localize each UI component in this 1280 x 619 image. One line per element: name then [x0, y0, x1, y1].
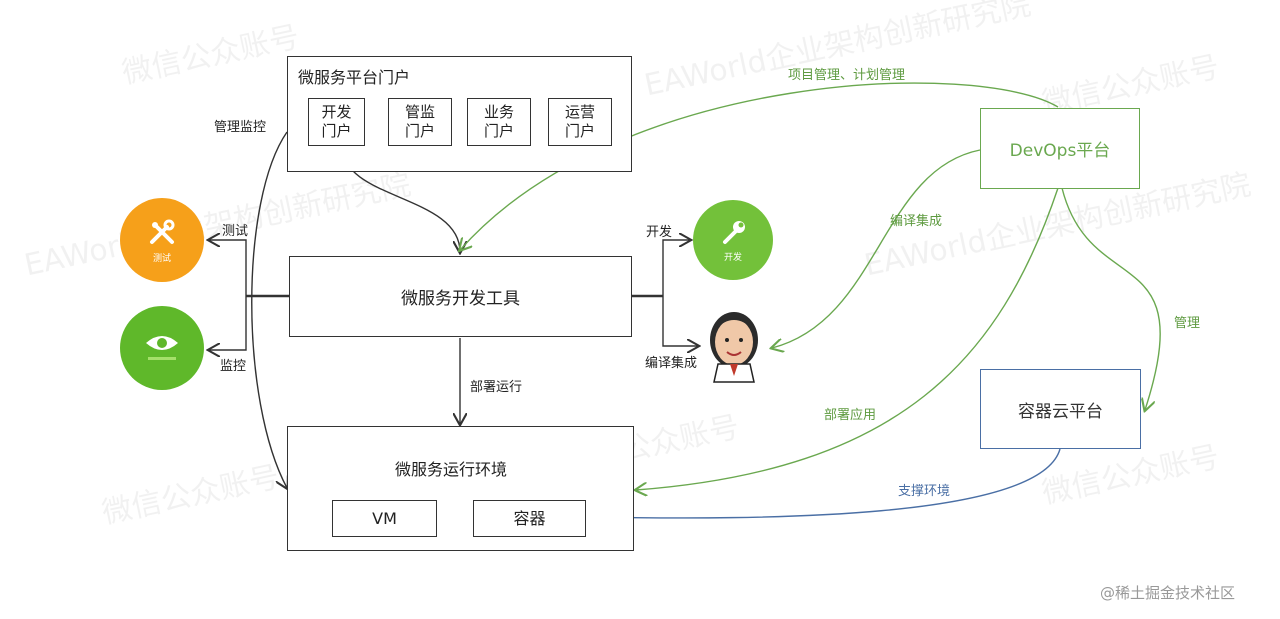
label-develop: 开发	[646, 225, 673, 240]
arrow-build-ci	[772, 149, 981, 348]
devops-box: DevOps平台	[980, 108, 1140, 189]
dev-circle: 开发	[693, 200, 773, 280]
dev-caption: 开发	[723, 252, 742, 263]
label-deploy-app: 部署应用	[824, 408, 877, 423]
label-manage: 管理	[1174, 316, 1201, 331]
arrow-manage-monitor	[251, 131, 287, 488]
label-monitor: 监控	[220, 359, 247, 374]
arrow-project-mgmt	[460, 82, 1059, 250]
arrow-support-env	[588, 448, 1061, 518]
test-caption: 测试	[152, 253, 171, 264]
arrow-test	[209, 240, 247, 296]
container-box: 容器	[473, 500, 586, 537]
wrench-icon	[723, 220, 745, 244]
label-test: 测试	[222, 224, 249, 239]
arrow-deploy-app	[636, 187, 1059, 490]
devops-label: DevOps平台	[1009, 141, 1111, 161]
arrow-monitor	[209, 296, 247, 350]
vm-box: VM	[332, 500, 437, 537]
brand-watermark: @稀土掘金技术社区	[1100, 584, 1236, 602]
portal-item-ops: 运营门户	[548, 98, 612, 146]
cloud-label: 容器云平台	[1018, 401, 1103, 422]
cloud-box: 容器云平台	[980, 369, 1141, 449]
tools-icon	[150, 219, 175, 244]
eye-icon	[146, 336, 178, 360]
monitor-circle	[120, 306, 204, 390]
label-build-ci: 编译集成	[645, 356, 698, 371]
label-project-mgmt: 项目管理、计划管理	[788, 68, 906, 83]
dev-tools-label: 微服务开发工具	[401, 289, 520, 309]
portal-title: 微服务平台门户	[298, 68, 411, 87]
label-build-ci-green: 编译集成	[890, 214, 943, 229]
test-circle: 测试	[120, 198, 204, 282]
label-deploy-run: 部署运行	[470, 380, 523, 395]
label-support-env: 支撑环境	[898, 484, 951, 499]
portal-item-dev: 开发门户	[308, 98, 365, 146]
arrow-build	[662, 296, 698, 346]
portal-item-business: 业务门户	[467, 98, 531, 146]
arrow-manage	[1061, 187, 1161, 410]
arrow-develop	[662, 240, 690, 296]
portal-item-monitor: 管监门户	[388, 98, 452, 146]
dev-tools-box: 微服务开发工具	[289, 256, 632, 337]
jenkins-icon	[710, 312, 758, 383]
label-manage-monitor: 管理监控	[214, 120, 267, 135]
runtime-title: 微服务运行环境	[395, 460, 508, 479]
